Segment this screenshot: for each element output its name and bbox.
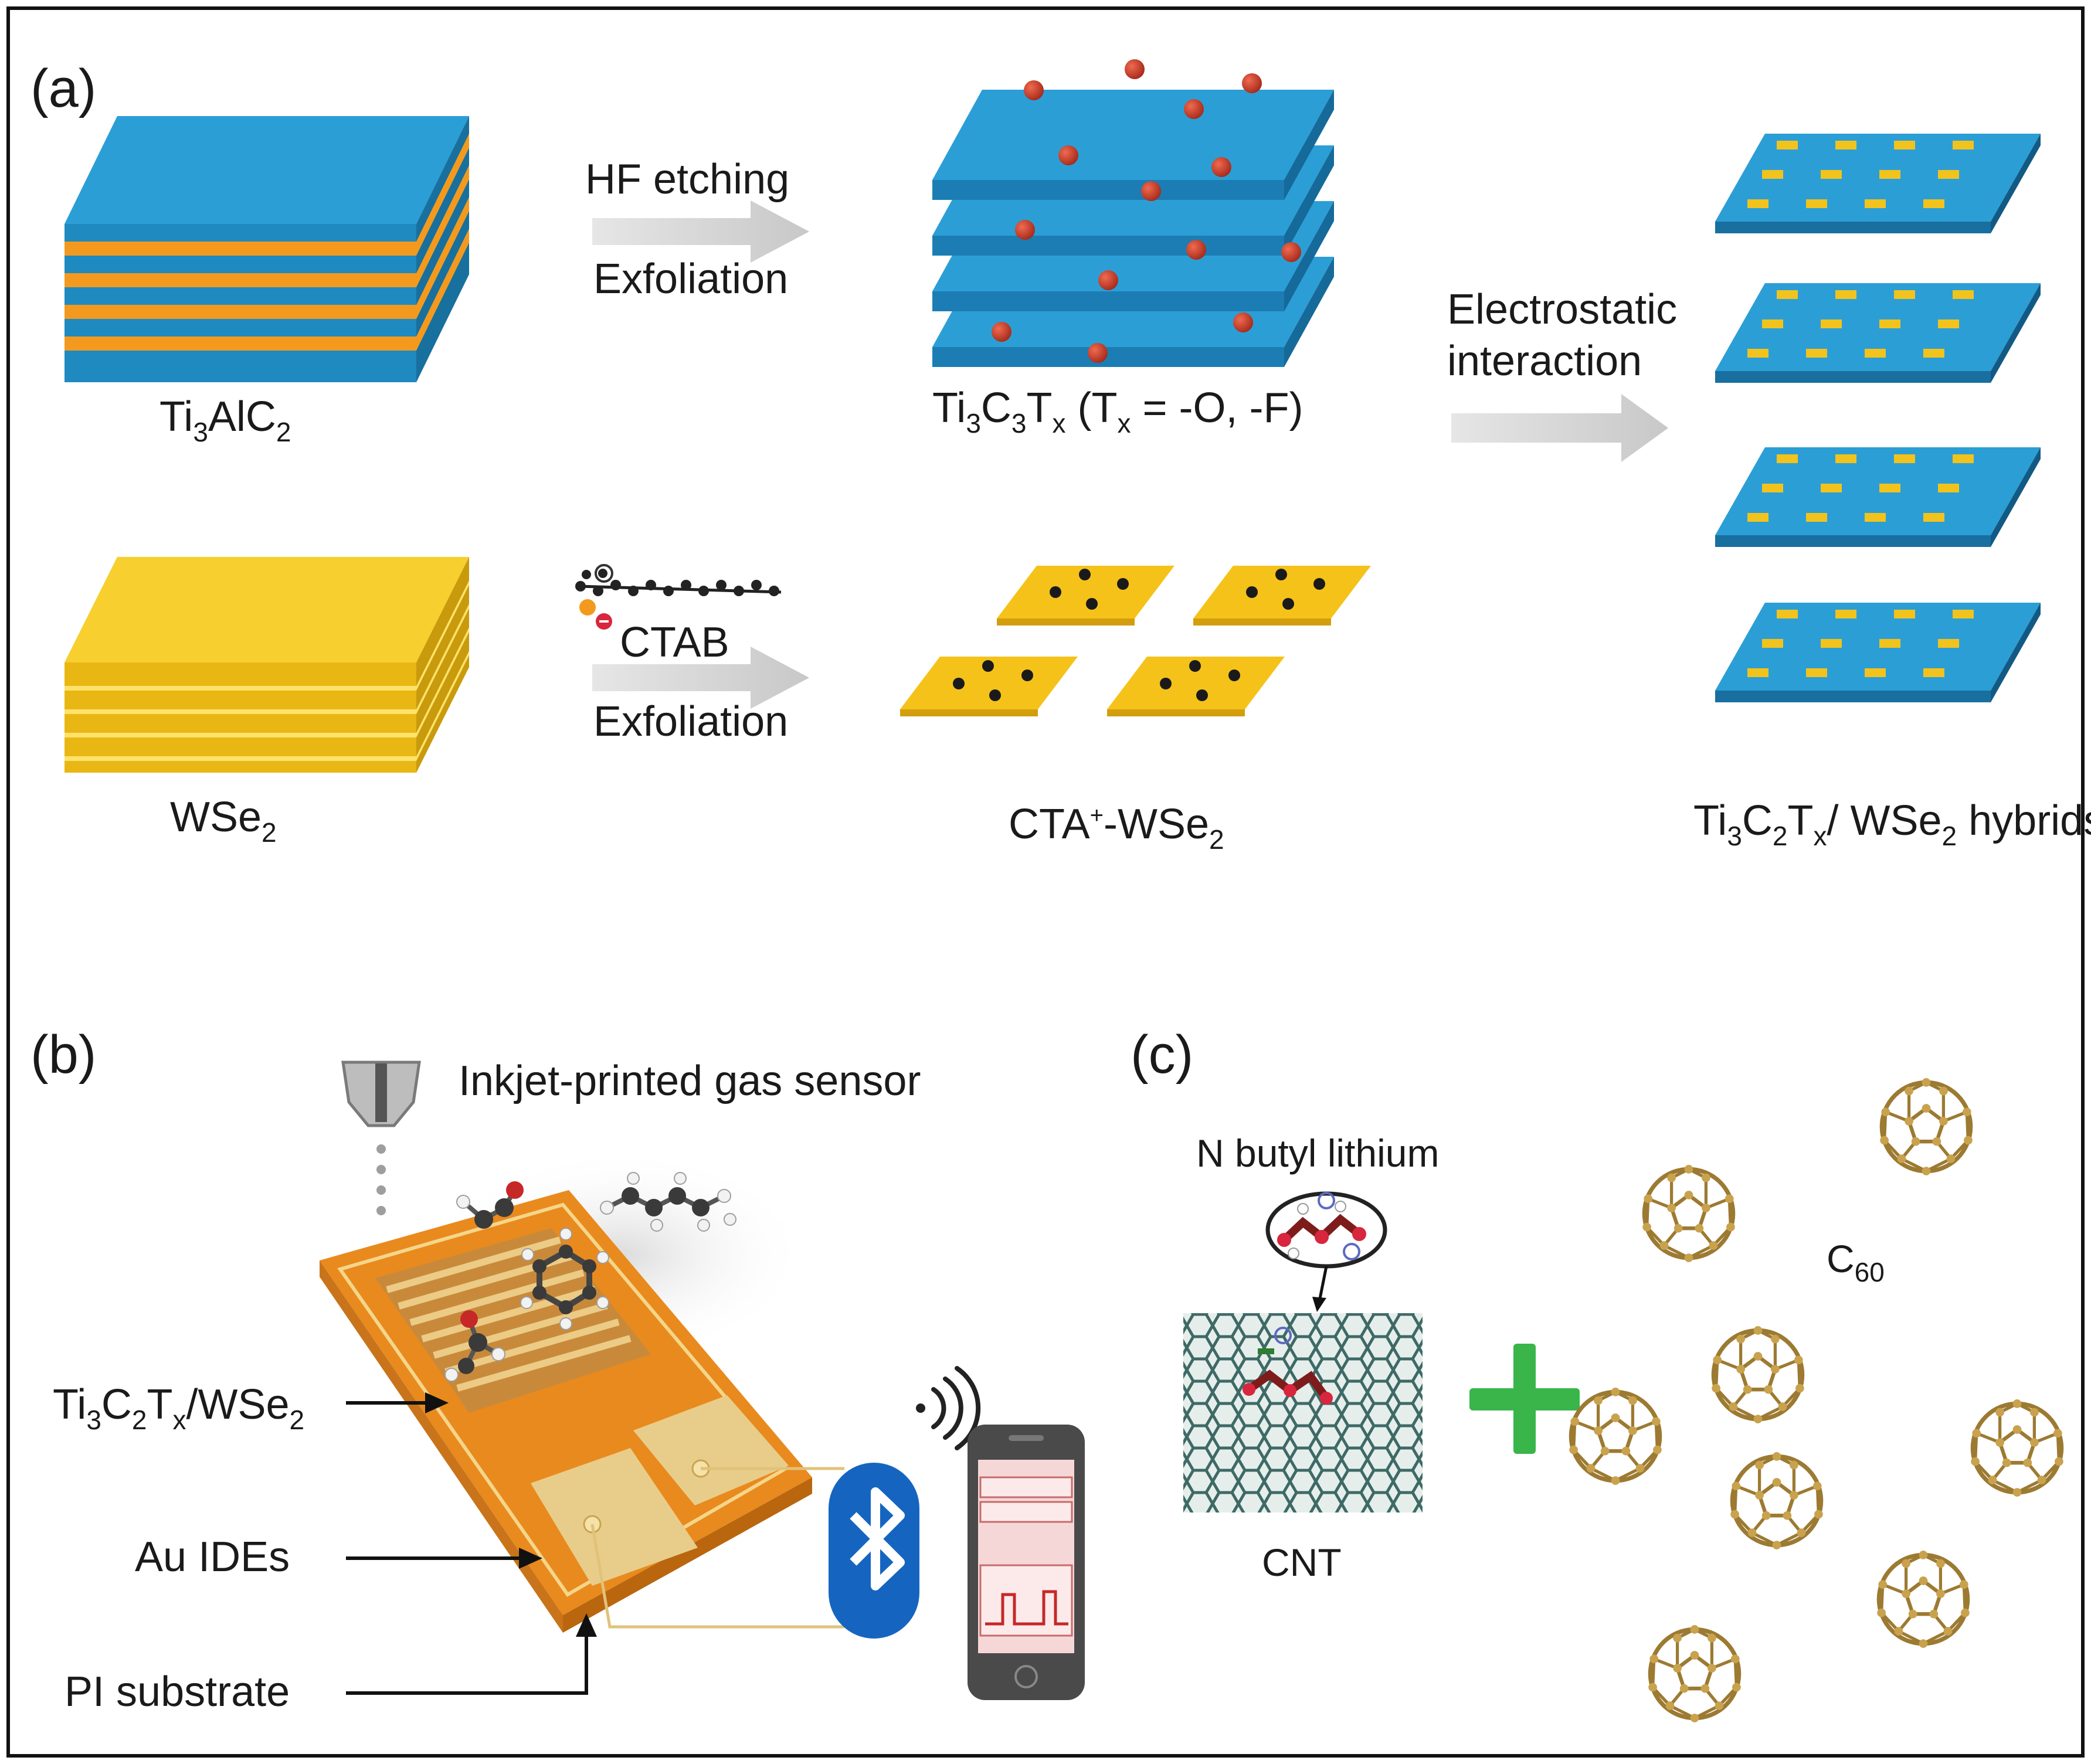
exfoliation-label-2: Exfoliation: [593, 698, 788, 745]
ti3c3tx-sheets: [932, 59, 1334, 367]
exfoliation-label-1: Exfoliation: [593, 256, 788, 303]
n-butyl-lithium-label: N butyl lithium: [1196, 1131, 1439, 1175]
ctab-label: CTAB: [620, 619, 729, 666]
film-pointer-arrow: [346, 1392, 449, 1413]
wse2-layered-stack: [65, 557, 469, 773]
au-ide-label: Au IDEs: [135, 1534, 290, 1581]
gas-sensor-device: [320, 1190, 812, 1633]
connection-wires: [590, 1467, 844, 1629]
hybrid-label: Ti3C2Tx/ WSe2 hybrids: [1693, 797, 2091, 851]
hybrid-sheets: [1715, 134, 2041, 702]
ti3c3tx-label: Ti3C3Tx (Tx = -O, -F): [932, 385, 1303, 439]
pi-substrate-label: PI substrate: [65, 1668, 290, 1715]
bluetooth-icon: [829, 1463, 919, 1639]
butyl-lithium-molecule: [1265, 1191, 1387, 1269]
electrostatic-arrow: [1451, 394, 1668, 462]
inkjet-title: Inkjet-printed gas sensor: [459, 1058, 921, 1104]
hf-etching-label: HF etching: [585, 156, 789, 203]
panel-a-label: (a): [30, 59, 96, 118]
wifi-signal-icon: [916, 1366, 981, 1450]
ti3alc2-layered-stack: [65, 116, 469, 382]
wse2-label: WSe2: [170, 794, 277, 848]
cta-wse2-flakes: [900, 566, 1371, 716]
reagent-pointer: [1318, 1266, 1328, 1302]
c60-label: C60: [1827, 1237, 1885, 1287]
hf-etching-arrow: [592, 200, 809, 263]
panel-c-label: (c): [1131, 1025, 1193, 1085]
ctab-molecule: [575, 564, 782, 630]
ti3alc2-label: Ti3AlC2: [159, 393, 291, 447]
film-label: Ti3C2Tx/WSe2: [53, 1381, 304, 1435]
substrate-pointer-arrow: [346, 1613, 597, 1695]
plus-icon: [1469, 1344, 1580, 1454]
smartphone-icon: [968, 1425, 1085, 1700]
electrostatic-label: Electrostatic: [1447, 286, 1677, 333]
cnt-lattice: [1183, 1313, 1423, 1513]
printer-nozzle-icon: [341, 1061, 421, 1215]
cnt-label: CNT: [1262, 1541, 1342, 1584]
gas-molecules: [444, 1172, 736, 1382]
cta-wse2-label: CTA+-WSe2: [1009, 801, 1224, 855]
panel-b-label: (b): [30, 1025, 96, 1085]
interaction-label: interaction: [1447, 338, 1642, 385]
ctab-exfoliation-arrow: [592, 647, 809, 709]
ide-pointer-arrow: [346, 1548, 542, 1569]
